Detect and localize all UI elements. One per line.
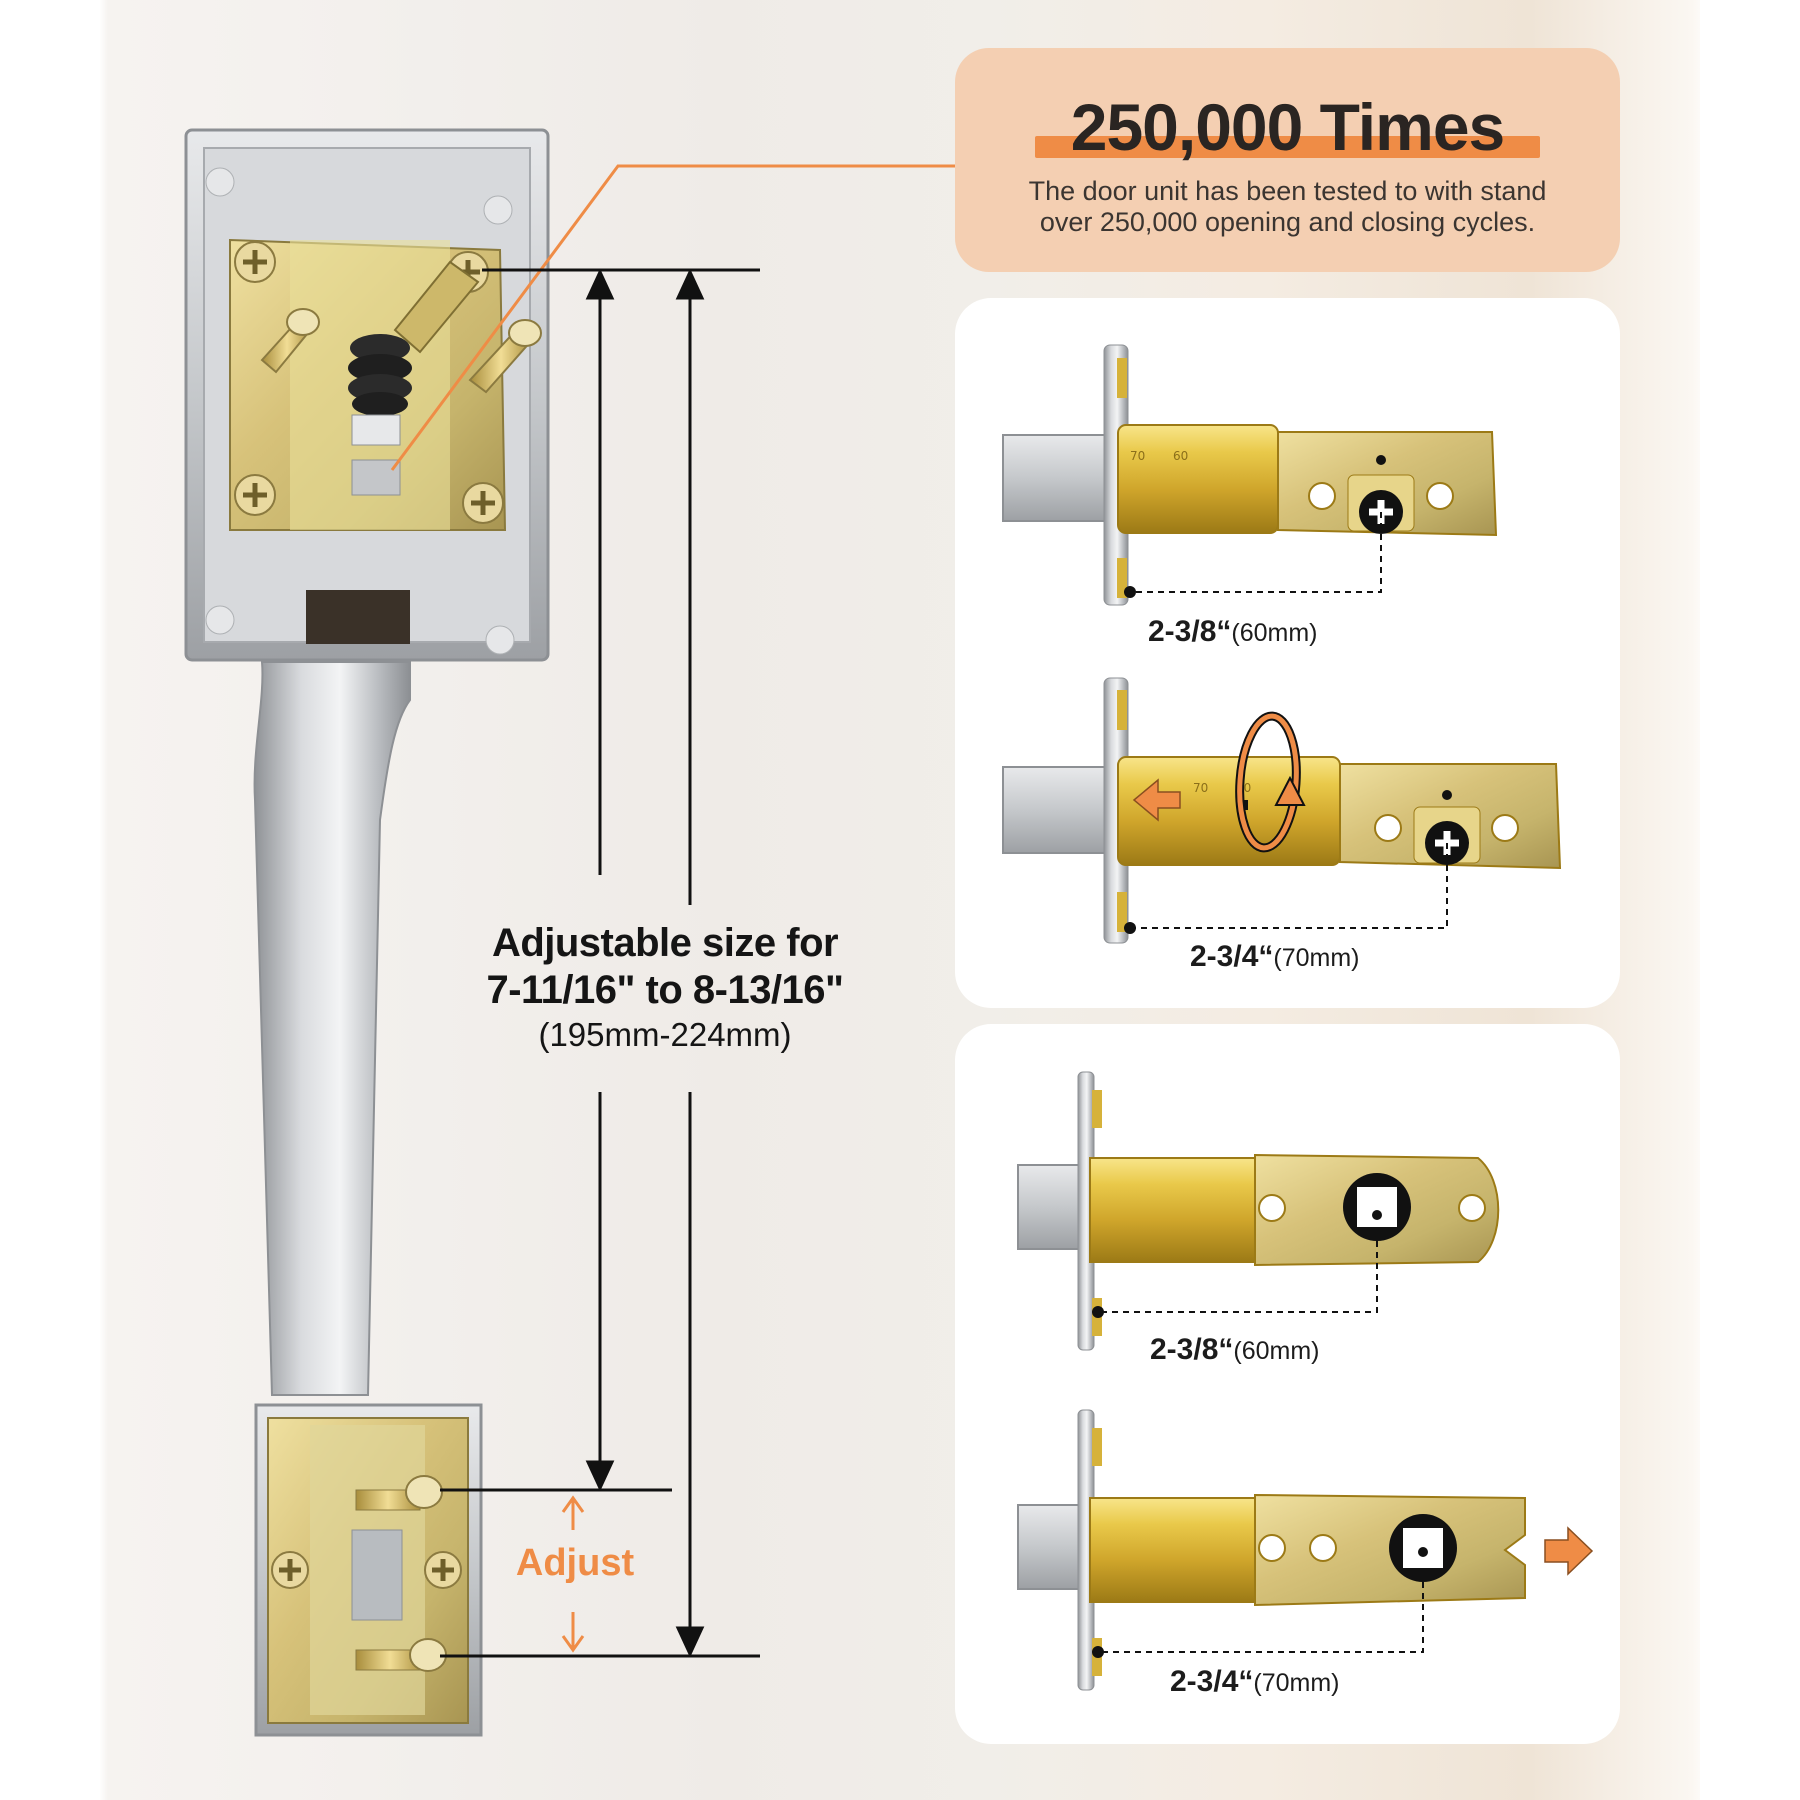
latch-60mm [1017, 1071, 1500, 1351]
faceplate-screw-lug [1092, 1090, 1102, 1128]
screw-icon [234, 474, 276, 516]
faceplate-screw-lug [1117, 358, 1127, 398]
push-left-arrow-icon [1132, 778, 1181, 822]
bottom-post [355, 1489, 421, 1511]
latch-link [351, 459, 401, 496]
housing-hole [1308, 482, 1336, 510]
backset-point [1124, 922, 1136, 934]
latch-70mm-size: 2-3/4“ [1170, 1665, 1254, 1698]
corner-hole-icon [205, 605, 235, 635]
durability-title-wrap: 250,000 Times [1035, 82, 1540, 172]
bolt-tip [1002, 766, 1124, 854]
deadbolt-70mm-label: 2-3/4“(70mm) [1190, 940, 1360, 974]
arrowhead-icon [675, 1626, 705, 1658]
post-end [508, 319, 542, 347]
durability-description: The door unit has been tested to with st… [975, 176, 1600, 238]
latch-70mm-label: 2-3/4“(70mm) [1170, 1665, 1340, 1699]
handle-grip [253, 661, 411, 1396]
deadbolt-70mm-size: 2-3/4“ [1190, 940, 1274, 973]
backset-line [1130, 512, 1382, 593]
right-margin [1700, 0, 1800, 1800]
faceplate-screw-lug [1117, 690, 1127, 730]
title-highlight [1035, 136, 1540, 158]
arrowhead-icon [585, 268, 615, 300]
housing-hole [1258, 1534, 1286, 1562]
deadbolt-60mm-label: 2-3/8“(60mm) [1148, 615, 1318, 649]
screw-icon [424, 1551, 462, 1589]
corner-hole-icon [483, 195, 513, 225]
durability-callout: 250,000 Times The door unit has been tes… [955, 48, 1620, 272]
bolt-cylinder [1117, 424, 1279, 534]
deadbolt-60mm-metric: (60mm) [1231, 619, 1318, 647]
faceplate-screw-lug [1092, 1428, 1102, 1466]
backset-point [1124, 586, 1136, 598]
spindle-slot [306, 590, 410, 644]
housing-hole [1258, 1194, 1286, 1222]
faceplate-screw-lug [1117, 892, 1127, 932]
spindle-bar [393, 260, 480, 354]
adjustable-size-line-2: 7-11/16" to 8-13/16" [486, 968, 844, 1012]
housing-hole [1426, 482, 1454, 510]
arrowhead-icon [675, 268, 705, 300]
backset-line [1098, 1241, 1378, 1313]
push-right-arrow-icon [1544, 1526, 1594, 1576]
thumb-lever-link [351, 414, 401, 446]
stamp-70: 70 [1130, 449, 1145, 463]
housing-hole [1491, 814, 1519, 842]
deadbolt-60mm: 70 60 [1002, 344, 1498, 606]
arrowhead-icon [585, 1460, 615, 1492]
deadbolt-60mm-size: 2-3/8“ [1148, 615, 1232, 648]
post-end [286, 308, 320, 336]
corner-hole-icon [485, 625, 515, 655]
screw-icon [271, 1551, 309, 1589]
durability-title: 250,000 Times [1070, 90, 1505, 164]
screw-icon [234, 241, 276, 283]
backset-point [1092, 1306, 1104, 1318]
latch-cylinder [1089, 1157, 1256, 1263]
deadbolt-70mm-metric: (70mm) [1273, 944, 1360, 972]
description-line-1: The door unit has been tested to with st… [1028, 176, 1547, 206]
adjustable-size-label: Adjustable size for 7-11/16" to 8-13/16"… [455, 920, 875, 1056]
screw-icon [462, 482, 504, 524]
deadbolt-70mm: 70 60 [1002, 677, 1562, 944]
rotate-arrow-icon [1235, 711, 1306, 853]
latch-60mm-size: 2-3/8“ [1150, 1333, 1234, 1366]
post-end [405, 1475, 443, 1509]
deadbolt-card [955, 298, 1620, 1008]
backset-line [1098, 1582, 1424, 1653]
housing-hole [1309, 1534, 1337, 1562]
faceplate-screw-lug [1117, 558, 1127, 598]
handleset [184, 128, 550, 1737]
latch-70mm-metric: (70mm) [1253, 1669, 1340, 1697]
callout-leader-line [390, 164, 955, 471]
housing-hole [1374, 814, 1402, 842]
adjustable-size-line-3: (195mm-224mm) [538, 1016, 792, 1053]
latch-card [955, 1024, 1620, 1744]
housing-hole [1458, 1194, 1486, 1222]
corner-hole-icon [205, 167, 235, 197]
bottom-latch-window [351, 1529, 403, 1621]
latch-70mm [1017, 1409, 1594, 1691]
stamp-60: 60 [1173, 449, 1188, 463]
backset-point [1092, 1646, 1104, 1658]
stamp-70: 70 [1193, 781, 1208, 795]
square-spindle-icon [1389, 1514, 1457, 1582]
latch-60mm-label: 2-3/8“(60mm) [1150, 1333, 1320, 1367]
adjust-arrows [561, 1495, 585, 1653]
left-margin [0, 0, 100, 1800]
description-line-2: over 250,000 opening and closing cycles. [1039, 207, 1536, 237]
center-dot [1442, 790, 1452, 800]
center-dot [1376, 455, 1386, 465]
adjustable-size-line-1: Adjustable size for [491, 921, 839, 965]
dimension-lines [440, 268, 760, 1658]
latch-cylinder [1089, 1497, 1256, 1603]
spring-coil-icon [348, 334, 412, 416]
adjust-label: Adjust [515, 1542, 635, 1584]
latch-60mm-metric: (60mm) [1233, 1337, 1320, 1365]
square-spindle-icon [1343, 1173, 1411, 1241]
